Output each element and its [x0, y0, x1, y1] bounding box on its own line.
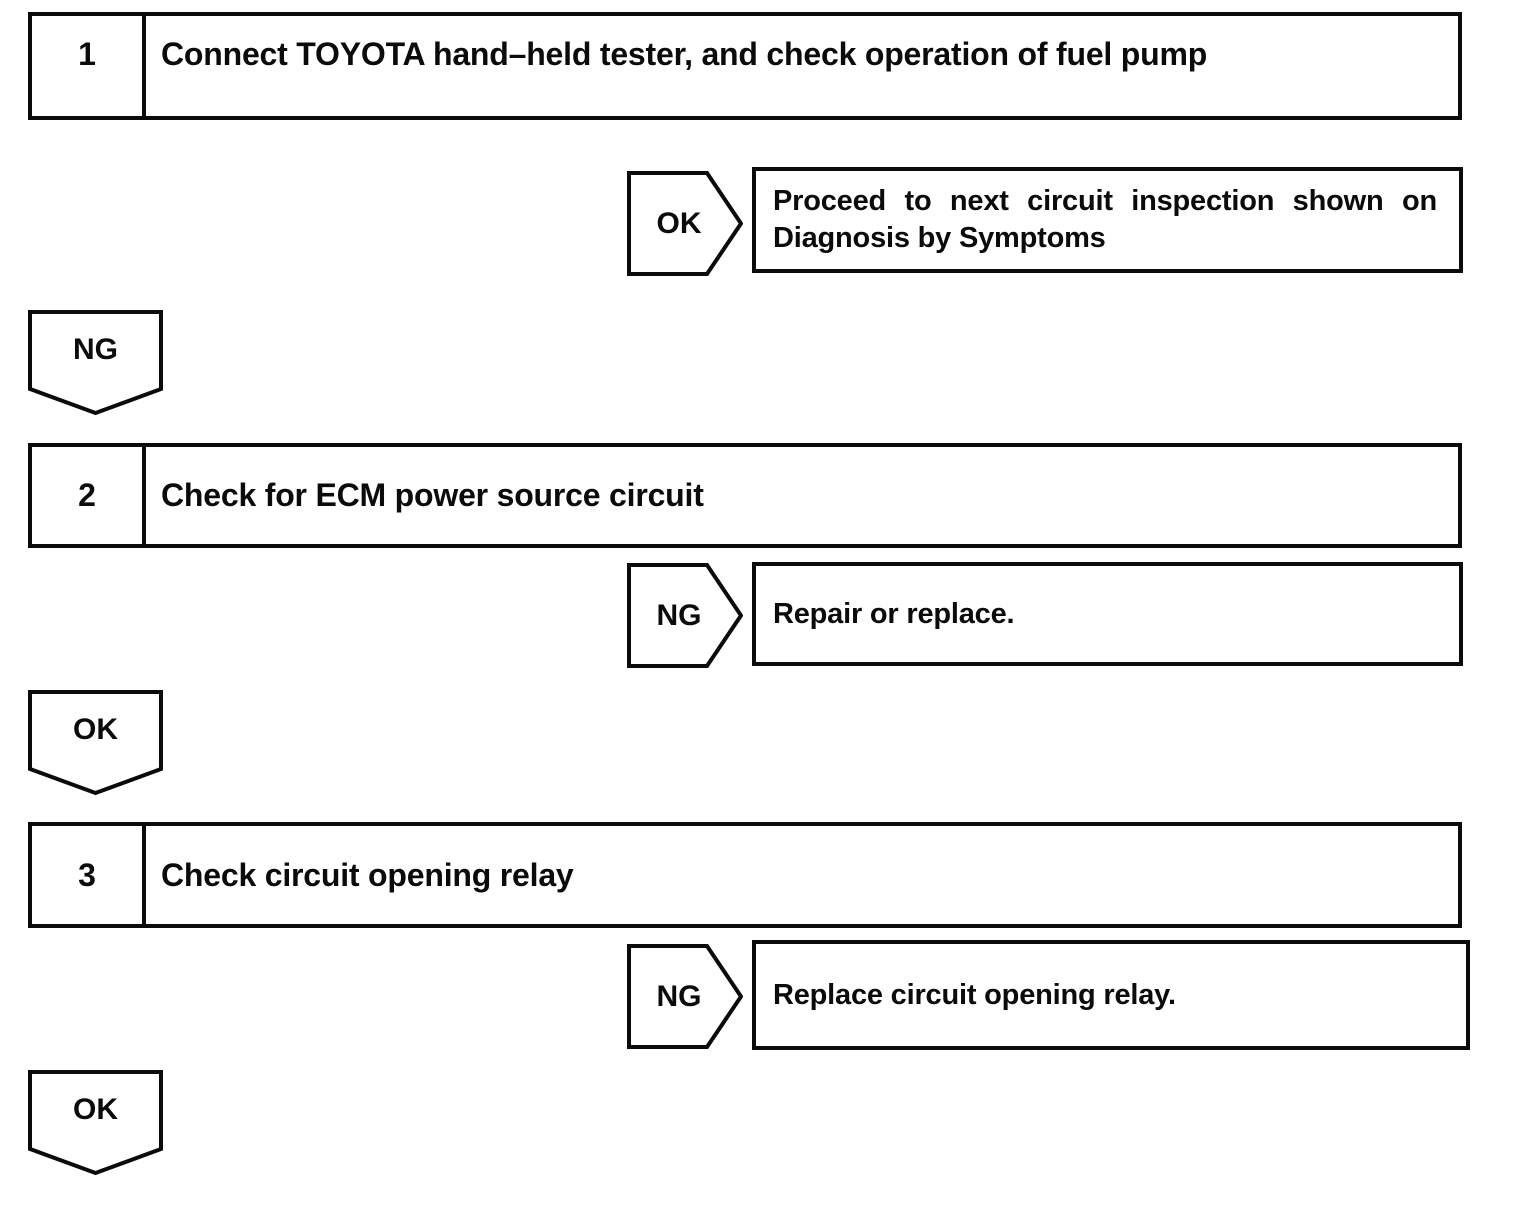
- right-arrow-icon: [627, 563, 743, 668]
- down-pentagon-icon: [28, 690, 163, 796]
- step-3-number: 3: [32, 826, 146, 924]
- step-3-connector-label: OK: [73, 1093, 118, 1126]
- step-3-result-line-1: Replace circuit opening relay.: [773, 978, 1176, 1011]
- step-2-branch-arrow: NG: [627, 563, 743, 668]
- step-3-branch-label: NG: [656, 979, 702, 1013]
- step-1-branch-label: OK: [656, 206, 702, 240]
- step-2-result-box: Repair or replace.: [752, 562, 1463, 666]
- step-1-connector: NG: [28, 310, 163, 416]
- step-2-connector-label: OK: [73, 713, 118, 746]
- step-3-result-box: Replace circuit opening relay.: [752, 940, 1470, 1050]
- step-2-branch-label: NG: [656, 598, 702, 632]
- step-3-connector: OK: [28, 1070, 163, 1176]
- step-1-result-line-2: Diagnosis by Symptoms: [773, 222, 1106, 254]
- step-1-connector-label: NG: [73, 333, 118, 366]
- step-1-result-box: Proceed to next circuit inspection shown…: [752, 167, 1463, 273]
- right-arrow-icon: [627, 944, 743, 1049]
- step-1-branch-arrow: OK: [627, 171, 743, 276]
- step-3-title: Check circuit opening relay: [161, 856, 574, 893]
- step-3-box: 3 Check circuit opening relay: [28, 822, 1462, 928]
- step-2-box: 2 Check for ECM power source circuit: [28, 443, 1462, 548]
- step-1-title: Connect TOYOTA hand–held tester, and che…: [161, 36, 1208, 72]
- right-arrow-icon: [627, 171, 743, 276]
- step-3-branch-arrow: NG: [627, 944, 743, 1049]
- step-1-box: 1 Connect TOYOTA hand–held tester, and c…: [28, 12, 1462, 120]
- step-1-result-line-1: Proceed to next circuit inspection shown…: [773, 185, 1437, 217]
- down-pentagon-icon: [28, 1070, 163, 1176]
- step-2-result-line-1: Repair or replace.: [773, 597, 1015, 630]
- step-2-number: 2: [32, 447, 146, 544]
- step-2-title: Check for ECM power source circuit: [161, 477, 704, 513]
- step-1-number: 1: [32, 16, 146, 116]
- step-2-connector: OK: [28, 690, 163, 796]
- down-pentagon-icon: [28, 310, 163, 416]
